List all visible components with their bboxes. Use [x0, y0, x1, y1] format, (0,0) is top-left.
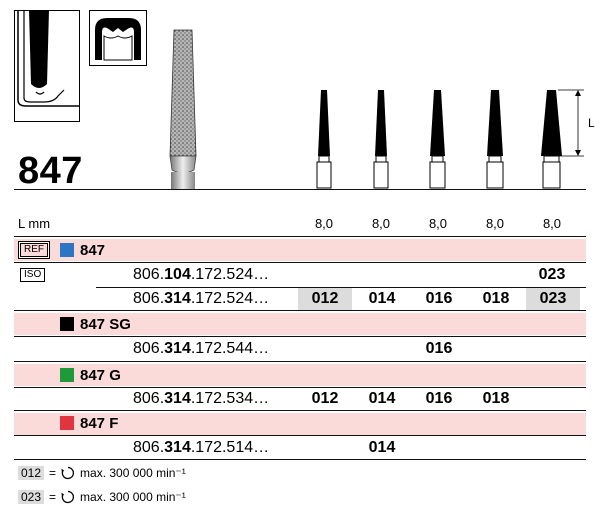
- size-cell: 018: [482, 390, 510, 407]
- table-bottom-rule: [14, 459, 586, 460]
- length-value: 8,0: [542, 216, 562, 231]
- iso-code: 806.314.172.514…: [133, 439, 270, 456]
- size-cell: 023: [539, 290, 567, 307]
- speed-note-size: 012: [18, 466, 45, 480]
- rotation-speed-icon: [61, 490, 75, 504]
- row-rule: [14, 435, 586, 436]
- iso-code: 806.314.172.544…: [133, 340, 270, 357]
- size-cell: 016: [425, 290, 453, 307]
- shaded-cell: [298, 288, 352, 310]
- size-cell: 012: [311, 290, 339, 307]
- iso-code: 806.104.172.524…: [133, 266, 270, 283]
- size-cell: 018: [482, 290, 510, 307]
- row-rule: [96, 287, 586, 288]
- bur-outline-016: [429, 90, 446, 189]
- length-value: 8,0: [371, 216, 391, 231]
- bur-outline-012: [316, 90, 332, 189]
- length-value: 8,0: [428, 216, 448, 231]
- bur-outline-023: [541, 90, 562, 189]
- size-cell: 023: [538, 266, 566, 283]
- color-chip-green: [60, 368, 74, 382]
- speed-note: 012 = max. 300 000 min⁻¹: [18, 466, 186, 480]
- group-band-847: [14, 239, 586, 261]
- ref-tag: REF: [20, 243, 48, 257]
- color-chip-black: [60, 317, 74, 331]
- bur-outline-014: [373, 90, 389, 189]
- iso-code: 806.314.172.534…: [133, 390, 270, 407]
- product-title: 847: [18, 150, 83, 192]
- size-cell: 012: [311, 390, 339, 407]
- group-rule: [14, 361, 586, 362]
- size-cell: 016: [425, 340, 453, 357]
- speed-note-text: max. 300 000 min⁻¹: [80, 466, 186, 480]
- group-label: 847: [80, 242, 106, 259]
- group-band-847-f: [14, 413, 586, 435]
- size-cell: 014: [368, 290, 396, 307]
- speed-note-equals: =: [49, 466, 57, 480]
- group-rule: [14, 410, 586, 411]
- speed-note-text: max. 300 000 min⁻¹: [80, 490, 186, 504]
- speed-note: 023 = max. 300 000 min⁻¹: [18, 490, 186, 504]
- size-cell: 014: [368, 390, 396, 407]
- size-cell: 016: [425, 390, 453, 407]
- length-value: 8,0: [314, 216, 334, 231]
- size-cell: 014: [368, 439, 396, 456]
- group-label: 847 SG: [80, 316, 131, 333]
- bur-size-diagrams: [316, 89, 584, 189]
- row-rule: [14, 262, 586, 263]
- group-rule: [14, 310, 586, 311]
- rotation-speed-icon: [61, 466, 75, 480]
- diamond-bur-image: [169, 29, 197, 190]
- tooth-preparation-icon: [89, 10, 147, 66]
- length-value: 8,0: [485, 216, 505, 231]
- shaded-cell: [526, 288, 580, 310]
- group-label: 847 G: [80, 367, 121, 384]
- group-label: 847 F: [80, 415, 119, 432]
- length-dimension-label: L: [588, 116, 595, 130]
- speed-note-equals: =: [49, 490, 57, 504]
- bur-outline-018: [486, 90, 504, 189]
- length-label: L mm: [18, 216, 51, 231]
- illustration-baseline: [14, 189, 586, 190]
- burr-application-icon: [14, 10, 80, 122]
- iso-tag: ISO: [20, 268, 46, 282]
- row-rule: [14, 387, 586, 388]
- color-chip-red: [60, 416, 74, 430]
- iso-code: 806.314.172.524…: [133, 290, 270, 307]
- group-band-847-g: [14, 364, 586, 386]
- row-rule: [14, 336, 586, 337]
- length-dimension-marker: [558, 89, 584, 157]
- table-top-rule: [14, 236, 586, 237]
- speed-note-size: 023: [18, 490, 45, 504]
- color-chip-blue: [60, 243, 74, 257]
- group-band-847-sg: [14, 313, 586, 335]
